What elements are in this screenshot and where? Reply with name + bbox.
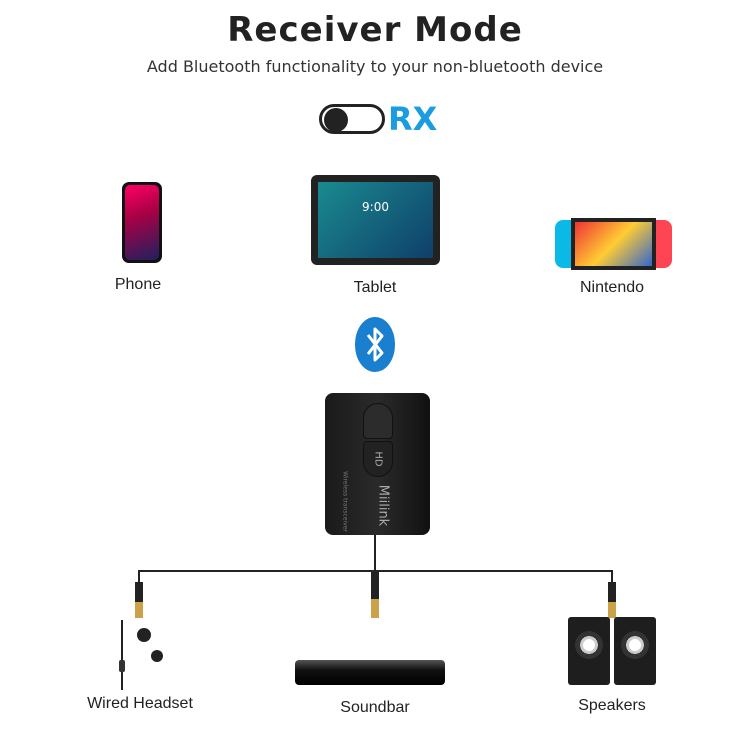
bluetooth-icon — [355, 317, 395, 372]
device-subtext: Wireless transceiver — [341, 471, 349, 532]
phone-image — [122, 182, 162, 263]
tablet-image: 9:00 — [311, 175, 440, 265]
headset-image — [115, 620, 170, 695]
hd-button: HD — [363, 441, 393, 477]
bluetooth-button — [363, 403, 393, 439]
mode-toggle — [319, 104, 385, 134]
brand-logo: Miilink — [375, 484, 391, 527]
soundbar-image — [295, 660, 445, 685]
audio-jack — [371, 570, 379, 618]
nintendo-label: Nintendo — [579, 279, 645, 296]
speakers-label: Speakers — [578, 697, 646, 714]
page-title: Receiver Mode — [227, 10, 523, 50]
toggle-knob — [324, 108, 348, 132]
tablet-clock: 9:00 — [362, 200, 389, 214]
speakers-image — [568, 617, 656, 685]
phone-label: Phone — [114, 276, 162, 293]
receiver-device: HD Miilink Wireless transceiver — [325, 393, 430, 535]
cable — [374, 535, 376, 571]
audio-jack — [608, 582, 616, 618]
mode-label: RX — [388, 100, 438, 138]
headset-label: Wired Headset — [87, 695, 193, 712]
cable — [611, 570, 613, 582]
cable — [138, 570, 140, 582]
audio-jack — [135, 582, 143, 618]
nintendo-image — [555, 218, 672, 270]
tablet-label: Tablet — [353, 279, 397, 296]
soundbar-label: Soundbar — [340, 699, 410, 716]
page-subtitle: Add Bluetooth functionality to your non-… — [146, 57, 604, 76]
